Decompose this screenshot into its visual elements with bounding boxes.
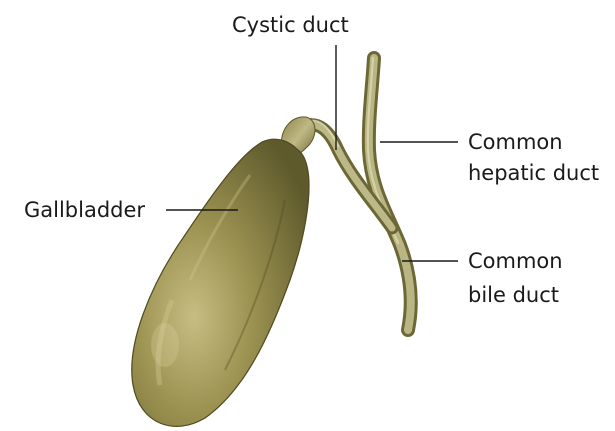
common-bile-label-line2: bile duct: [468, 283, 559, 307]
gallbladder-label: Gallbladder: [24, 198, 145, 222]
gallbladder-body-shape: [132, 139, 309, 426]
cystic-duct-label: Cystic duct: [232, 13, 349, 37]
common-hepatic-label-line2: hepatic duct: [468, 161, 599, 185]
common-bile-label-line1: Common: [468, 249, 563, 273]
common-hepatic-label-line1: Common: [468, 130, 563, 154]
